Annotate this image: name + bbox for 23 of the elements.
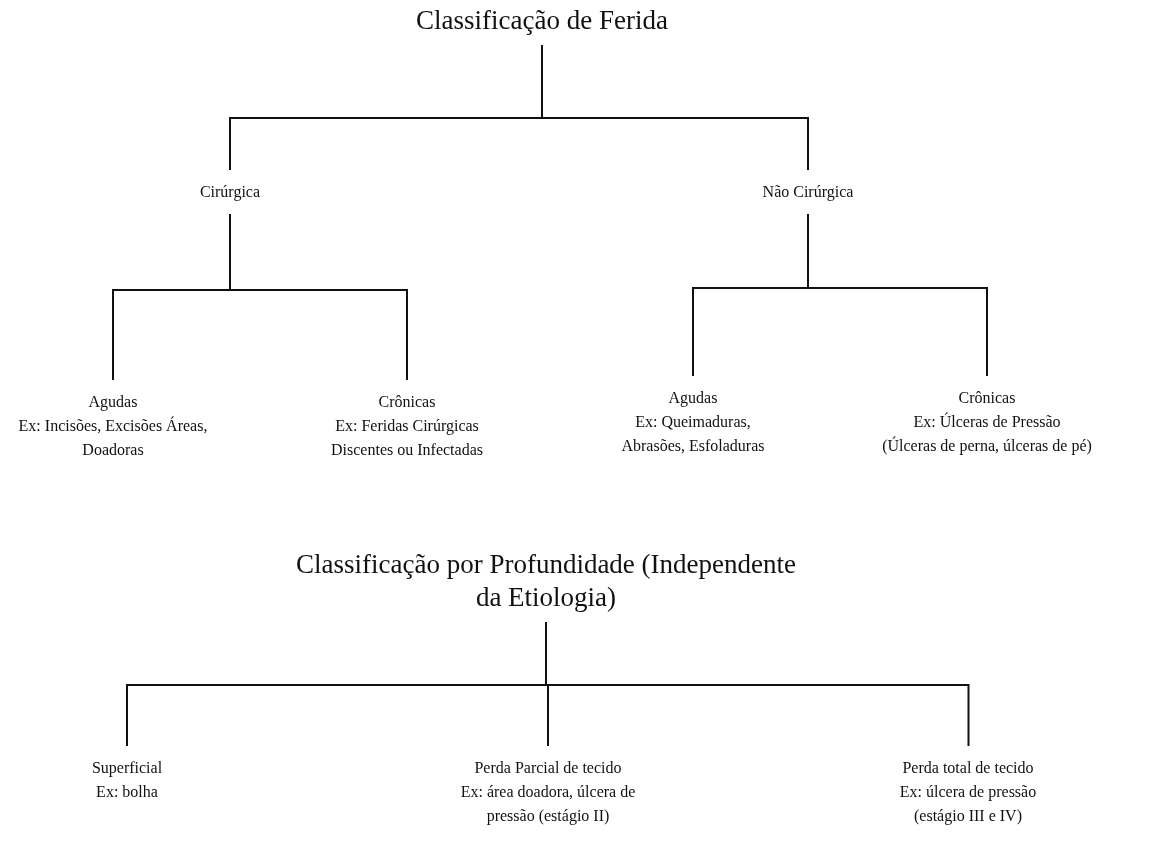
category-label: Crônicas	[958, 388, 1016, 408]
category-label: Perda total de tecido	[902, 758, 1034, 778]
example-text: Ex: úlcera de pressão (estágio III e IV)	[898, 782, 1038, 827]
example-text: (Úlceras de perna, úlceras de pé)	[882, 435, 1092, 457]
category-label: Crônicas	[378, 392, 436, 412]
example-text: Ex: Úlceras de Pressão	[913, 411, 1061, 432]
connector-line	[229, 213, 408, 381]
connector-line	[545, 621, 970, 747]
category-label: Não Cirúrgica	[762, 182, 854, 203]
category-label: Agudas	[668, 388, 718, 409]
category-label: Perda Parcial de tecido	[474, 758, 622, 778]
heading-text: Classificação por Profundidade (Independente da Etiologia)	[294, 548, 798, 614]
example-text: Ex: bolha	[96, 782, 158, 802]
connector-line	[807, 213, 988, 377]
example-text: Ex: área doadora, úlcera de pressão (estágio II)	[459, 782, 637, 827]
connector-line	[541, 44, 809, 171]
category-label: Cirúrgica	[199, 182, 261, 203]
category-label: Agudas	[88, 392, 138, 413]
example-text: Ex: Incisões, Excisões Áreas, Doadoras	[18, 415, 208, 460]
example-text: Ex: Feridas Cirúrgicas Discentes ou Infectadas	[330, 416, 484, 460]
example-text: Ex: Queimaduras, Abrasões, Esfoladuras	[620, 412, 766, 456]
category-label: Superficial	[91, 758, 163, 779]
heading-text: Classificação de Ferida	[416, 4, 668, 37]
